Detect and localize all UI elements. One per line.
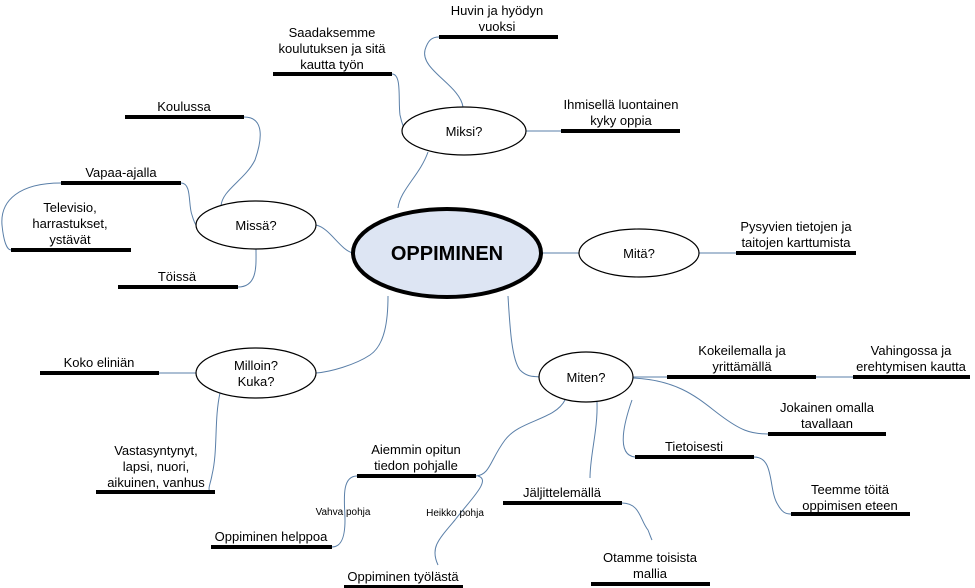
leaf-vastasyntynyt: aikuinen, vanhus (107, 475, 205, 490)
node-milloin-kuka[interactable]: Milloin? Kuka? (195, 347, 317, 399)
node-label: Kuka? (238, 374, 275, 389)
leaf-televisio: ystävät (49, 232, 91, 247)
center-node[interactable]: OPPIMINEN (351, 207, 543, 299)
leaf-labels: Huvin ja hyödyn vuoksi Saadaksemme koulu… (32, 3, 966, 584)
leaf-saadaksemme: koulutuksen ja sitä (279, 41, 387, 56)
link-aiemmin-helppoa (331, 475, 358, 548)
link-tietoisesti-teemme (753, 456, 792, 515)
node-label: Milloin? (234, 358, 278, 373)
leaf-televisio: harrastukset, (32, 216, 107, 231)
leaf-helppoa: Oppiminen helppoa (215, 529, 329, 544)
leaf-vahingossa: erehtymisen kautta (856, 359, 967, 374)
leaf-ihmisella: kyky oppia (590, 113, 652, 128)
link-jaljittelemalla-otamme (621, 502, 653, 541)
leaf-aiemmin: Aiemmin opitun (371, 442, 461, 457)
link-miksi-huvin (424, 36, 464, 108)
leaf-jokainen: Jokainen omalla (780, 400, 875, 415)
node-label: Miten? (566, 370, 605, 385)
leaf-saadaksemme: Saadaksemme (289, 25, 376, 40)
leaf-pysyvien: taitojen karttumista (741, 235, 851, 250)
leaf-jokainen: tavallaan (801, 416, 853, 431)
node-label: Mitä? (623, 246, 655, 261)
link-miten-tietoisesti (622, 399, 636, 458)
leaf-televisio: Televisio, (43, 200, 96, 215)
leaf-ihmisella: Ihmisellä luontainen (564, 97, 679, 112)
leaf-huvin: vuoksi (479, 19, 516, 34)
node-label: Missä? (235, 218, 276, 233)
link-vapaa-televisio (1, 182, 62, 251)
link-milloin-vastasyntynyt (208, 392, 221, 493)
leaf-huvin: Huvin ja hyödyn (451, 3, 544, 18)
node-missa[interactable]: Missä? (195, 200, 317, 250)
link-center-milloin (315, 295, 389, 374)
leaf-vapaa: Vapaa-ajalla (85, 165, 157, 180)
node-miten[interactable]: Miten? (538, 351, 634, 403)
leaf-koko: Koko eliniän (64, 355, 135, 370)
link-miten-jokainen (632, 377, 769, 435)
leaf-koulussa: Koulussa (157, 99, 211, 114)
link-aiemmin-tyolasta (434, 475, 483, 566)
link-missa-toissa (237, 248, 257, 288)
link-center-miten (507, 295, 540, 378)
link-center-miksi (397, 151, 429, 209)
link-missa-koulussa (220, 116, 261, 207)
link-missa-vapaa (180, 182, 197, 226)
node-mita[interactable]: Mitä? (578, 228, 700, 278)
link-miten-jaljittelemalla (589, 401, 598, 479)
leaf-teemme: Teemme töitä (811, 482, 890, 497)
leaf-vastasyntynyt: Vastasyntynyt, (114, 443, 198, 458)
node-label: Miksi? (446, 124, 483, 139)
leaf-tietoisesti: Tietoisesti (665, 439, 723, 454)
link-miten-aiemmin (475, 399, 566, 477)
leaf-tyolasta: Oppiminen työlästä (347, 569, 459, 584)
link-label-heikko: Heikko pohja (426, 508, 484, 519)
leaf-otamme: Otamme toisista (603, 550, 698, 565)
leaf-vastasyntynyt: lapsi, nuori, (123, 459, 189, 474)
center-label: OPPIMINEN (391, 243, 503, 265)
leaf-bars (11, 35, 970, 588)
leaf-otamme: mallia (633, 566, 668, 581)
node-miksi[interactable]: Miksi? (401, 106, 527, 156)
leaf-pysyvien: Pysyvien tietojen ja (740, 219, 852, 234)
leaf-aiemmin: tiedon pohjalle (374, 458, 458, 473)
link-miksi-saadaksemme (391, 73, 406, 132)
center-ellipse (351, 207, 543, 299)
leaf-toissa: Töissä (158, 269, 197, 284)
leaf-jaljittelemalla: Jäljittelemällä (523, 485, 602, 500)
leaf-vahingossa: Vahingossa ja (871, 343, 952, 358)
leaf-saadaksemme: kautta työn (300, 57, 364, 72)
leaf-teemme: oppimisen eteen (802, 498, 897, 513)
link-center-missa (315, 224, 354, 254)
leaf-kokeilemalla: Kokeilemalla ja (698, 343, 786, 358)
leaf-kokeilemalla: yrittämällä (712, 359, 772, 374)
link-label-vahva: Vahva pohja (316, 507, 371, 518)
